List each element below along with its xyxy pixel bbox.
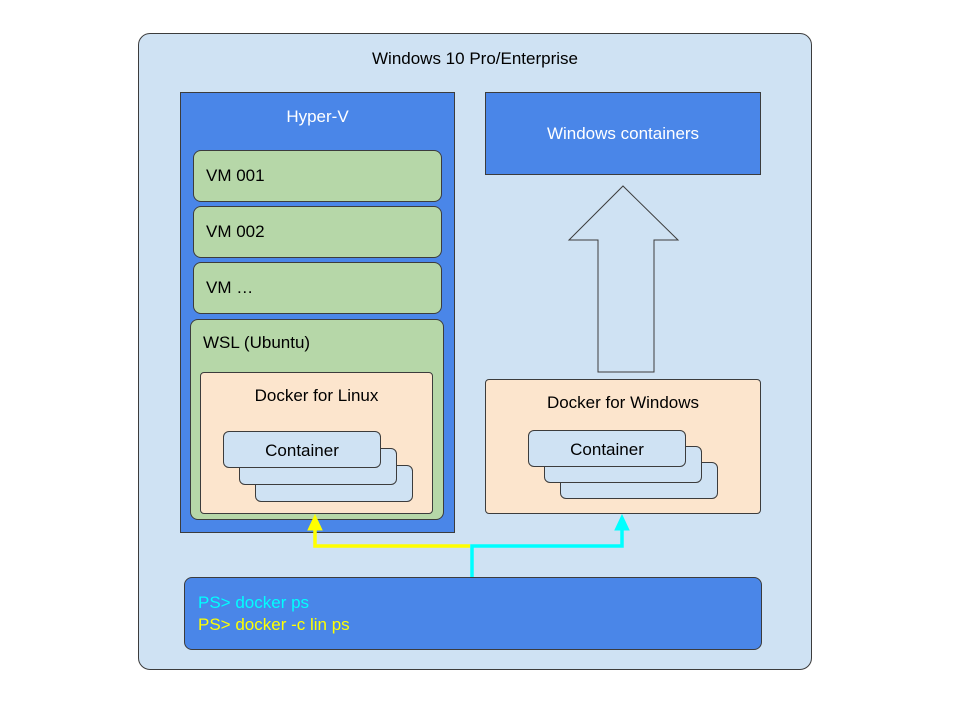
vm-box-more: VM …: [193, 262, 442, 314]
docker-linux-title: Docker for Linux: [254, 386, 379, 405]
container-box: Container: [223, 431, 381, 468]
cyan-arrowhead: [614, 513, 630, 531]
windows-containers-box: Windows containers: [485, 92, 761, 175]
docker-linux-box: Docker for Linux Container: [200, 372, 433, 514]
powershell-box: PS> docker ps PS> docker -c lin ps: [184, 577, 762, 650]
docker-windows-box: Docker for Windows Container: [485, 379, 761, 514]
vm-box-002: VM 002: [193, 206, 442, 258]
ps-command-linux: PS> docker -c lin ps: [198, 615, 350, 634]
docker-windows-title: Docker for Windows: [546, 393, 700, 412]
container-label: Container: [570, 440, 644, 459]
vm-box-001: VM 001: [193, 150, 442, 202]
host-os-title: Windows 10 Pro/Enterprise: [372, 49, 578, 68]
yellow-arrowhead: [307, 513, 323, 531]
container-label: Container: [265, 441, 339, 460]
cyan-connector-line: [470, 527, 624, 577]
ps-command-windows: PS> docker ps: [198, 593, 310, 612]
container-box: Container: [528, 430, 686, 467]
wsl-title: WSL (Ubuntu): [203, 333, 311, 352]
yellow-connector-line: [313, 527, 470, 548]
hyperv-title: Hyper-V: [286, 107, 349, 126]
up-arrow-block: [567, 185, 680, 373]
